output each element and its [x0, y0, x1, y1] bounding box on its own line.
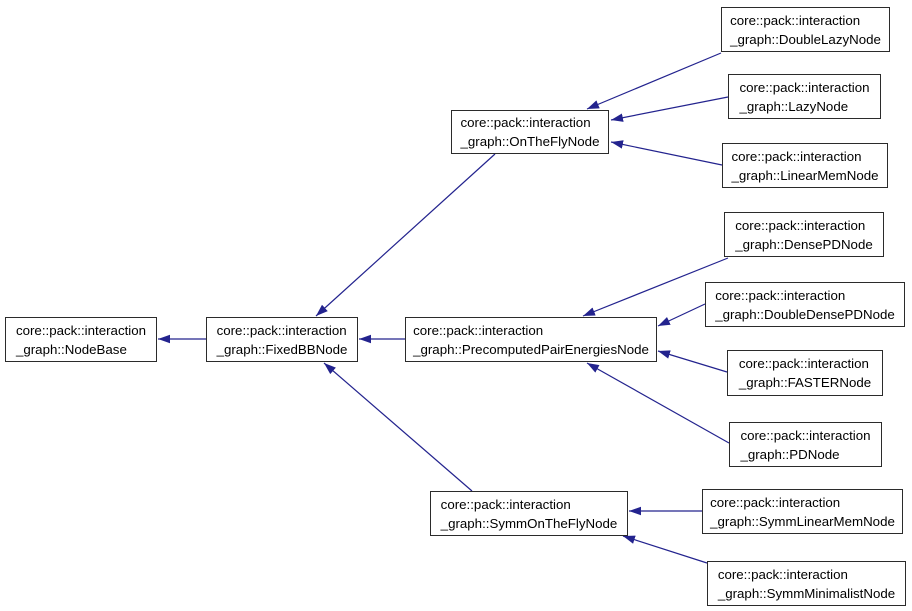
class-node-SymmMinimalistNode[interactable]: core::pack::interaction_graph::SymmMinim… — [707, 561, 906, 606]
class-node-FASTERNode[interactable]: core::pack::interaction_graph::FASTERNod… — [727, 350, 883, 396]
class-node-SymmLinearMemNode[interactable]: core::pack::interaction_graph::SymmLinea… — [702, 489, 903, 534]
class-node-NodeBase[interactable]: core::pack::interaction_graph::NodeBase — [5, 317, 157, 362]
class-name-line2: _graph::PrecomputedPairEnergiesNode — [413, 341, 649, 357]
class-name-line2: _graph::FASTERNode — [738, 375, 872, 390]
class-node-label: core::pack::interaction_graph::DoubleDen… — [715, 286, 895, 324]
class-name-line2: _graph::SymmOnTheFlyNode — [440, 515, 618, 531]
inheritance-arrow-OnTheFlyNode-to-FixedBBNode — [315, 153, 496, 317]
inheritance-arrow-DoubleLazyNode-to-OnTheFlyNode — [586, 52, 722, 110]
class-name-line2: _graph::DensePDNode — [735, 236, 873, 252]
class-name-line1: core::pack::interaction — [735, 217, 866, 233]
class-name-line1: core::pack::interaction — [740, 427, 871, 443]
class-node-label: core::pack::interaction_graph::SymmOnThe… — [441, 495, 618, 533]
class-node-label: core::pack::interaction_graph::LazyNode — [739, 78, 869, 116]
class-name-line1: core::pack::interaction — [460, 115, 591, 130]
inheritance-arrow-DensePDNode-to-PrecomputedPairEnergiesNode — [582, 257, 729, 317]
inheritance-arrow-DoubleDensePDNode-to-PrecomputedPairEnergiesNode — [657, 303, 706, 327]
class-name-line1: core::pack::interaction — [413, 322, 544, 338]
class-node-PrecomputedPairEnergiesNode[interactable]: core::pack::interaction_graph::Precomput… — [405, 317, 657, 362]
class-name-line1: core::pack::interaction — [710, 494, 841, 510]
class-node-label: core::pack::interaction_graph::FixedBBNo… — [217, 321, 348, 359]
class-name-line1: core::pack::interaction — [440, 496, 571, 512]
class-node-OnTheFlyNode[interactable]: core::pack::interaction_graph::OnTheFlyN… — [451, 110, 609, 154]
class-node-label: core::pack::interaction_graph::DensePDNo… — [735, 216, 873, 254]
class-name-line1: core::pack::interaction — [739, 79, 870, 95]
class-node-label: core::pack::interaction_graph::Precomput… — [413, 321, 649, 359]
class-node-FixedBBNode[interactable]: core::pack::interaction_graph::FixedBBNo… — [206, 317, 358, 362]
class-name-line2: _graph::LazyNode — [739, 98, 849, 114]
class-name-line2: _graph::FixedBBNode — [216, 341, 348, 357]
class-name-line2: _graph::DoubleLazyNode — [730, 31, 881, 47]
class-node-DoubleLazyNode[interactable]: core::pack::interaction_graph::DoubleLaz… — [721, 7, 890, 52]
class-name-line2: _graph::SymmLinearMemNode — [710, 513, 895, 529]
class-node-PDNode[interactable]: core::pack::interaction_graph::PDNode — [729, 422, 882, 467]
class-node-DensePDNode[interactable]: core::pack::interaction_graph::DensePDNo… — [724, 212, 884, 257]
class-name-line1: core::pack::interaction — [730, 12, 861, 28]
inheritance-arrow-PDNode-to-PrecomputedPairEnergiesNode — [586, 362, 730, 444]
class-node-label: core::pack::interaction_graph::PDNode — [740, 426, 870, 464]
class-node-label: core::pack::interaction_graph::FASTERNod… — [739, 354, 871, 392]
class-name-line1: core::pack::interaction — [738, 356, 869, 371]
class-node-SymmOnTheFlyNode[interactable]: core::pack::interaction_graph::SymmOnThe… — [430, 491, 628, 536]
class-name-line2: _graph::SymmMinimalistNode — [717, 585, 896, 601]
class-node-label: core::pack::interaction_graph::SymmLinea… — [710, 493, 895, 531]
class-name-line2: _graph::DoubleDensePDNode — [715, 306, 895, 322]
class-node-label: core::pack::interaction_graph::OnTheFlyN… — [461, 113, 600, 151]
class-name-line1: core::pack::interaction — [731, 148, 862, 164]
inheritance-arrow-LazyNode-to-OnTheFlyNode — [610, 96, 729, 122]
class-name-line2: _graph::LinearMemNode — [731, 167, 879, 183]
inheritance-arrow-LinearMemNode-to-OnTheFlyNode — [610, 140, 723, 166]
class-node-label: core::pack::interaction_graph::NodeBase — [16, 321, 146, 359]
class-name-line1: core::pack::interaction — [15, 322, 147, 338]
class-name-line1: core::pack::interaction — [216, 322, 347, 338]
class-name-line1: core::pack::interaction — [717, 566, 848, 582]
class-node-LazyNode[interactable]: core::pack::interaction_graph::LazyNode — [728, 74, 881, 119]
class-node-DoubleDensePDNode[interactable]: core::pack::interaction_graph::DoubleDen… — [705, 282, 905, 327]
class-node-LinearMemNode[interactable]: core::pack::interaction_graph::LinearMem… — [722, 143, 888, 188]
inheritance-arrow-FASTERNode-to-PrecomputedPairEnergiesNode — [657, 350, 728, 373]
inheritance-arrow-SymmOnTheFlyNode-to-FixedBBNode — [323, 362, 473, 492]
inheritance-arrow-SymmMinimalistNode-to-SymmOnTheFlyNode — [622, 535, 708, 564]
class-name-line1: core::pack::interaction — [715, 287, 846, 303]
class-node-label: core::pack::interaction_graph::SymmMinim… — [718, 565, 895, 603]
class-name-line2: _graph::NodeBase — [15, 341, 127, 357]
class-node-label: core::pack::interaction_graph::LinearMem… — [731, 147, 878, 185]
class-name-line2: _graph::OnTheFlyNode — [460, 134, 600, 149]
class-node-label: core::pack::interaction_graph::DoubleLaz… — [730, 11, 881, 49]
class-name-line2: _graph::PDNode — [740, 446, 840, 462]
